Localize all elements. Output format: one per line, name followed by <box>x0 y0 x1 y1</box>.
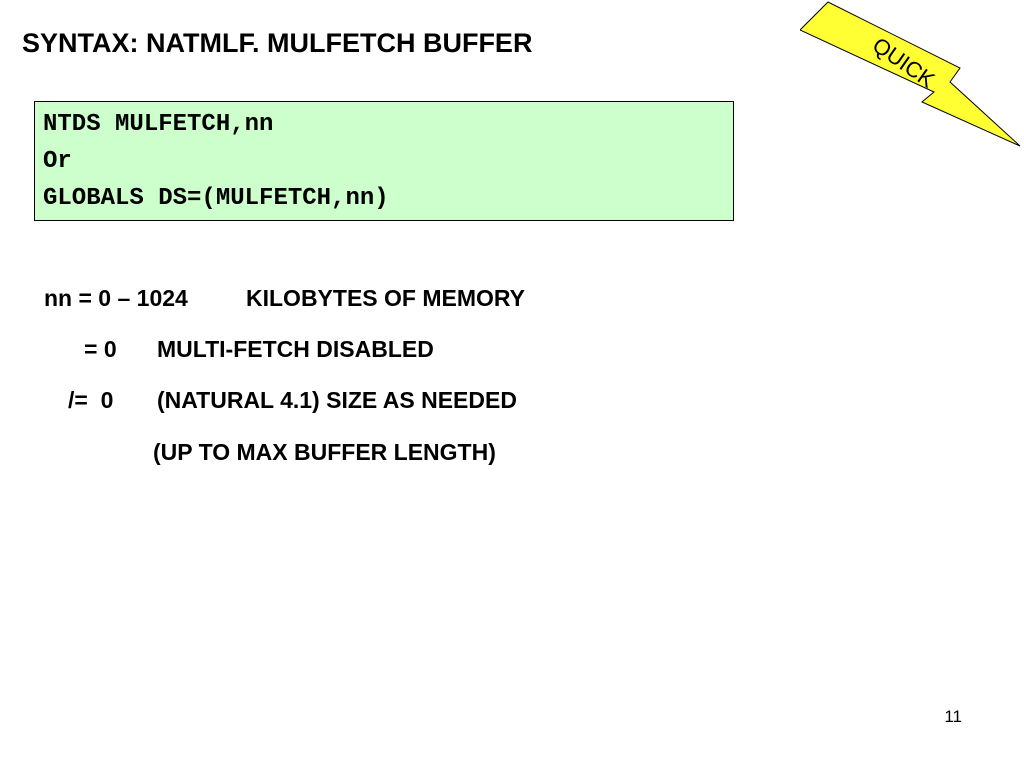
quick-badge: QUICK <box>800 1 1021 147</box>
syntax-code-box: NTDS MULFETCH,nn Or GLOBALS DS=(MULFETCH… <box>34 101 734 221</box>
nonzero-value: /= 0 <box>68 387 114 413</box>
slide-title: SYNTAX: NATMLF. MULFETCH BUFFER <box>22 28 533 58</box>
code-line: Or <box>43 148 72 175</box>
code-line: NTDS MULFETCH,nn <box>43 111 274 138</box>
range-value: nn = 0 – 1024 <box>44 285 188 311</box>
lightning-bolt-icon <box>800 1 1021 147</box>
nonzero-description: (NATURAL 4.1) SIZE AS NEEDED <box>157 387 517 413</box>
nonzero-description-continued: (UP TO MAX BUFFER LENGTH) <box>153 439 496 465</box>
range-description: KILOBYTES OF MEMORY <box>246 285 525 311</box>
code-line: GLOBALS DS=(MULFETCH,nn) <box>43 185 389 212</box>
zero-description: MULTI-FETCH DISABLED <box>157 336 434 362</box>
zero-value: = 0 <box>84 336 117 362</box>
page-number: 11 <box>944 707 962 726</box>
